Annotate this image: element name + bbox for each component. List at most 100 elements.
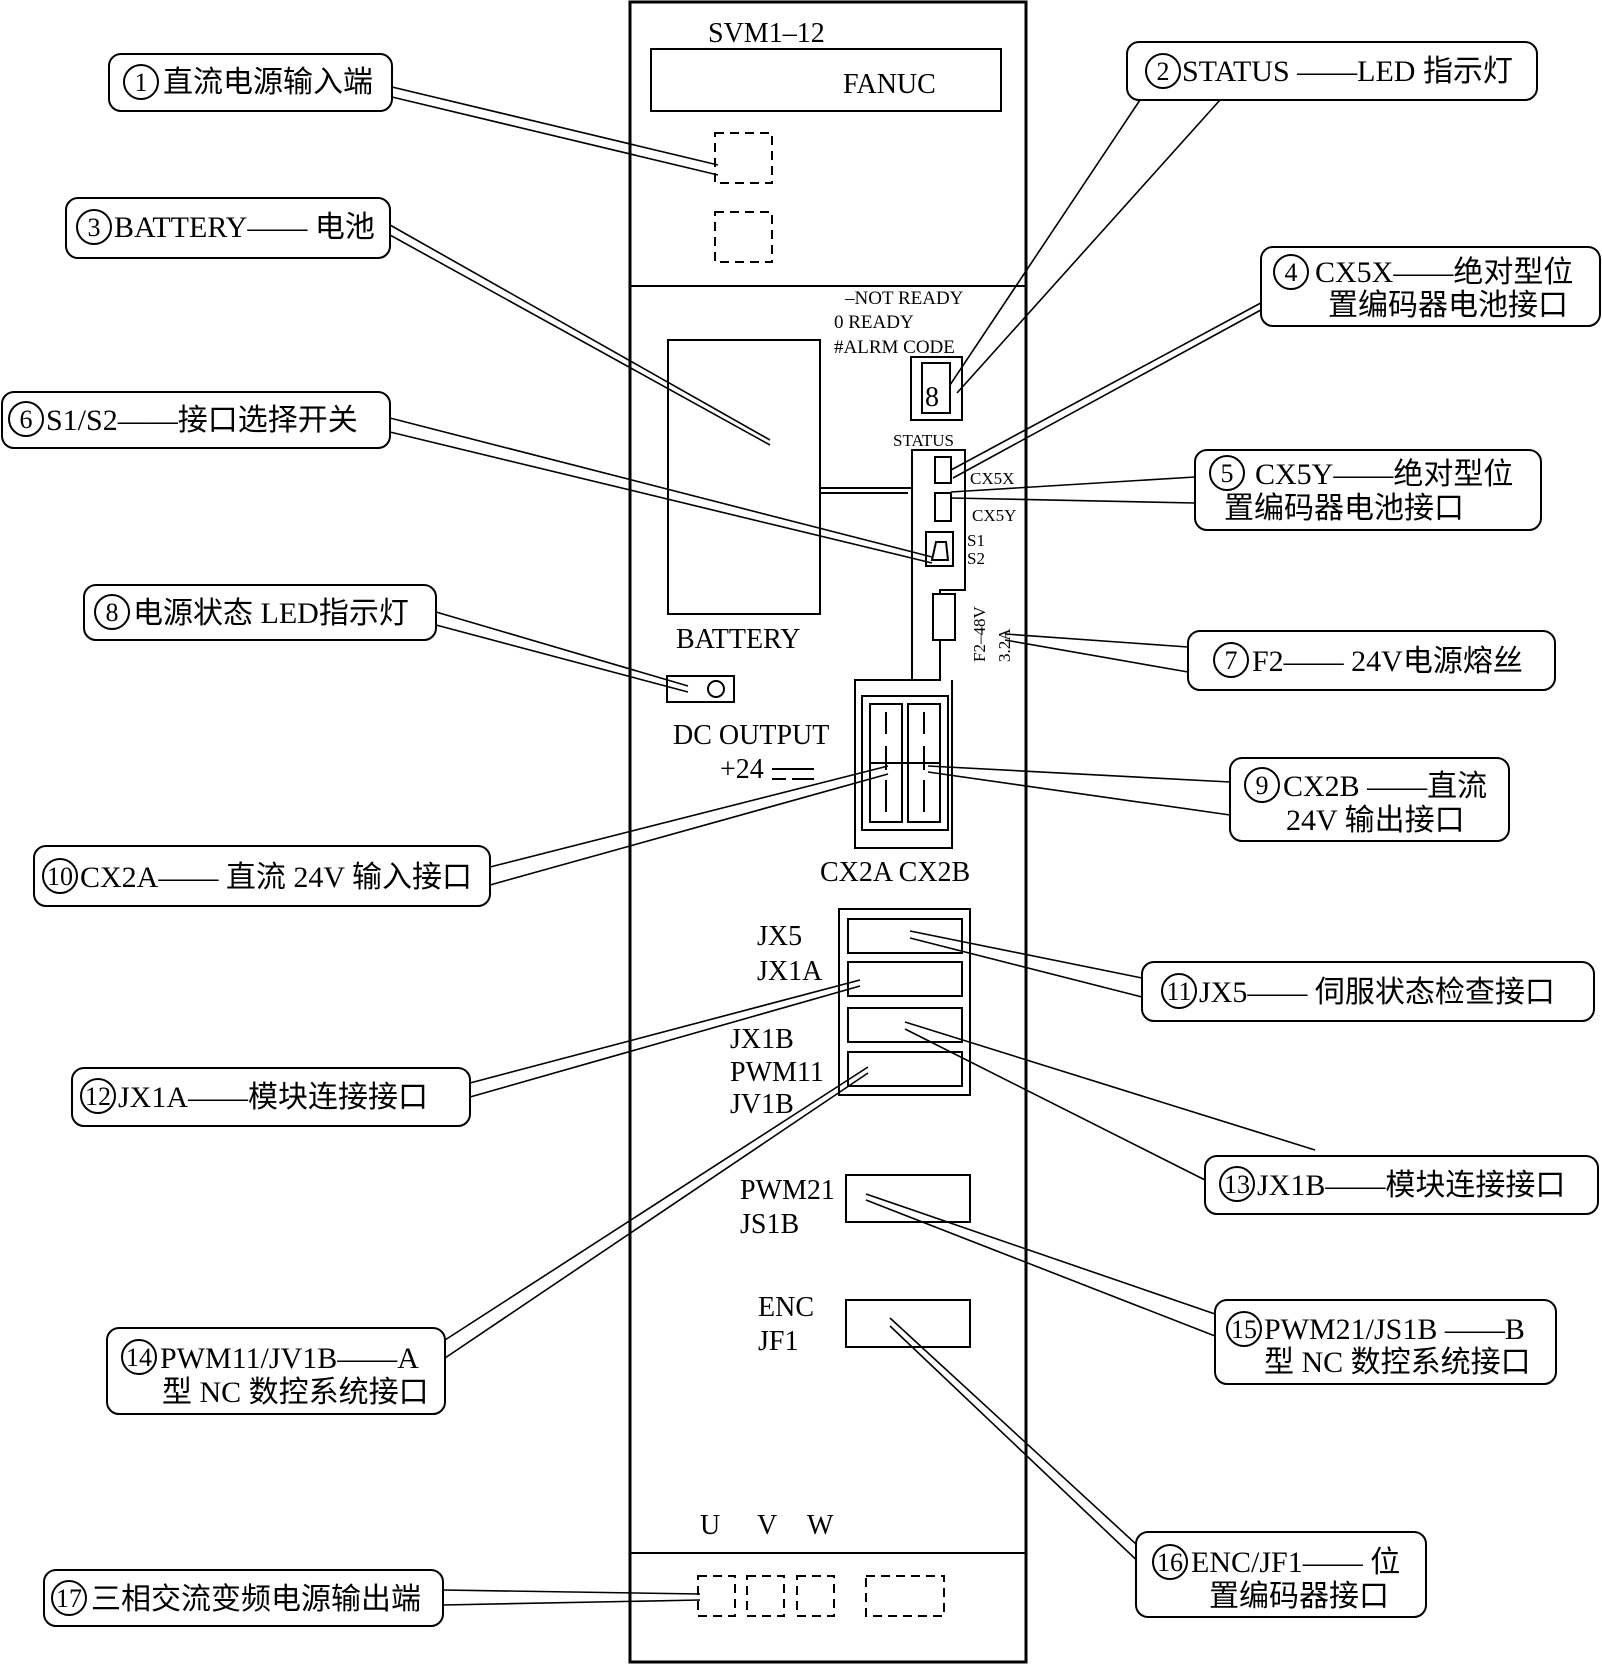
callout-11: 11 JX5—— 伺服状态检查接口 (1141, 961, 1595, 1022)
callout-7: 7 F2—— 24V电源熔丝 (1187, 630, 1556, 691)
w-label: W (807, 1510, 834, 1541)
jx1a-label: JX1A (757, 956, 823, 987)
s1-label: S1 (967, 531, 985, 550)
callout-5-number-circle (1209, 455, 1245, 491)
callout-4: 4 CX5X——绝对型位 置编码器电池接口 (1260, 246, 1601, 327)
status-label: STATUS (893, 431, 954, 450)
battery-label: BATTERY (676, 624, 800, 655)
callout-1-number: 1 (135, 68, 148, 97)
callout-16-number-circle (1152, 1544, 1188, 1580)
callout-9: 9 CX2B ——直流 24V 输出接口 (1229, 757, 1510, 842)
callout-15-text-line2: 型 NC 数控系统接口 (1264, 1346, 1531, 1379)
output-terminal-u (697, 1575, 736, 1617)
callout-12-text: JX1A——模块连接接口 (118, 1081, 428, 1114)
callout-17-number-circle (51, 1580, 87, 1616)
callout-12-number-circle (80, 1078, 116, 1114)
jx1a-connector (847, 961, 963, 997)
callout-3-number-circle (76, 209, 112, 245)
callout-3-text: BATTERY—— 电池 (114, 211, 375, 244)
callout-12-number: 12 (85, 1082, 111, 1111)
dc-output-label: DC OUTPUT (673, 720, 829, 751)
output-terminal-v (746, 1575, 785, 1617)
cx2-label: CX2A CX2B (820, 857, 970, 888)
callout-16-text-line2: 置编码器接口 (1209, 1580, 1389, 1613)
fuse-f2 (932, 593, 956, 641)
jf1-label: JF1 (758, 1326, 798, 1357)
module-body (628, 0, 1028, 1664)
callout-17: 17 三相交流变频电源输出端 (43, 1569, 444, 1627)
jx-connector-stack (838, 908, 971, 1096)
brand-label: FANUC (843, 69, 936, 100)
jv1b-label: JV1B (730, 1089, 794, 1120)
jx5-connector (847, 918, 963, 954)
callout-10: 10 CX2A—— 直流 24V 输入接口 (33, 845, 491, 907)
callout-9-text-line1: CX2B ——直流 (1283, 770, 1487, 803)
status-digit: 8 (925, 382, 939, 413)
jf1-connector (845, 1299, 971, 1348)
callout-16-text-line1: ENC/JF1—— 位 (1191, 1546, 1400, 1579)
callout-8: 8 电源状态 LED指示灯 (83, 584, 437, 641)
callout-1-number-circle (123, 64, 159, 100)
callout-9-text-line2: 24V 输出接口 (1286, 804, 1465, 837)
callout-3-number: 3 (88, 213, 101, 242)
callout-8-number-circle (94, 594, 130, 630)
callout-17-text: 三相交流变频电源输出端 (91, 1583, 421, 1616)
cx5y-label: CX5Y (972, 506, 1016, 525)
callout-17-number: 17 (56, 1584, 82, 1613)
jx1b-label: JX1B (730, 1024, 794, 1055)
jx5-label: JX5 (757, 921, 802, 952)
fuse-voltage-label: F2–48V (970, 606, 989, 662)
callout-10-number: 10 (47, 862, 73, 891)
callout-2-text: STATUS ——LED 指示灯 (1182, 55, 1513, 88)
jv1b-connector (847, 1051, 963, 1087)
callout-6-text: S1/S2——接口选择开关 (46, 404, 358, 437)
dc-input-terminal-1 (714, 132, 773, 184)
status-legend-ready: 0 READY (834, 312, 914, 333)
callout-14-number: 14 (126, 1343, 152, 1372)
leader-lines (389, 86, 1316, 1608)
callout-11-text: JX5—— 伺服状态检查接口 (1199, 976, 1555, 1009)
fuse-current-label: 3.2A (995, 628, 1014, 662)
callout-5-number: 5 (1221, 459, 1234, 488)
callout-4-text-line1: CX5X——绝对型位 (1315, 256, 1573, 289)
callout-2: 2 STATUS ——LED 指示灯 (1126, 41, 1538, 101)
callout-15-text-line1: PWM21/JS1B ——B (1264, 1313, 1525, 1346)
output-terminal-ground (865, 1575, 945, 1617)
v-label: V (757, 1510, 777, 1541)
callout-8-text: 电源状态 LED指示灯 (133, 597, 409, 630)
callout-15-number: 15 (1231, 1315, 1257, 1344)
enc-label: ENC (758, 1292, 814, 1323)
callout-3: 3 BATTERY—— 电池 (65, 197, 391, 259)
pwm21-label: PWM21 (740, 1175, 835, 1206)
output-terminal-w (796, 1575, 835, 1617)
jx1b-connector (847, 1007, 963, 1043)
status-legend-alarm: #ALRM CODE (834, 337, 955, 358)
callout-13-number: 13 (1224, 1170, 1250, 1199)
callout-10-number-circle (42, 858, 78, 894)
callout-6-number: 6 (20, 405, 33, 434)
callout-14: 14 PWM11/JV1B——A 型 NC 数控系统接口 (106, 1327, 446, 1415)
callout-13: 13 JX1B——模块连接接口 (1204, 1155, 1599, 1215)
callout-6-number-circle (8, 401, 44, 437)
callout-7-text: F2—— 24V电源熔丝 (1252, 645, 1523, 678)
callout-4-text-line2: 置编码器电池接口 (1328, 289, 1568, 322)
callout-12: 12 JX1A——模块连接接口 (71, 1067, 471, 1127)
callout-9-number: 9 (1256, 771, 1269, 800)
js1b-connector (845, 1174, 971, 1223)
callout-4-number-circle (1273, 254, 1309, 290)
callout-13-text: JX1B——模块连接接口 (1257, 1169, 1565, 1202)
status-legend-not-ready: –NOT READY (844, 288, 964, 309)
dc-input-terminal-2 (714, 211, 773, 263)
callout-7-number-circle (1213, 642, 1249, 678)
callout-16-number: 16 (1157, 1548, 1183, 1577)
callout-14-text-line1: PWM11/JV1B——A (160, 1342, 419, 1375)
model-label: SVM1–12 (708, 18, 825, 49)
cx5x-connector (934, 456, 952, 484)
callout-11-number-circle (1161, 973, 1197, 1009)
callout-2-number: 2 (1157, 57, 1170, 86)
js1b-label: JS1B (740, 1209, 799, 1240)
callout-1: 1 直流电源输入端 (108, 53, 393, 112)
callout-5-text-line2: 置编码器电池接口 (1224, 492, 1464, 525)
pwm11-label: PWM11 (730, 1057, 824, 1088)
